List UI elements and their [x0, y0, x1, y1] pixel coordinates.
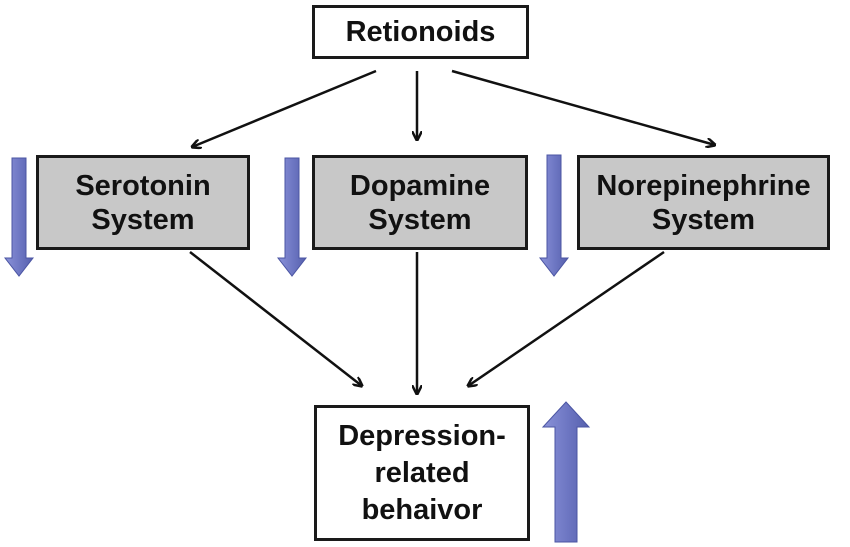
node-dopamine-label-line-2: System [368, 203, 472, 236]
up-arrow-icon-behavior [541, 401, 591, 543]
node-retinoids-label: Retionoids [345, 15, 496, 48]
node-dopamine-label-line-1: Dopamine [349, 169, 491, 202]
down-arrow-icon-dopamine [276, 157, 308, 277]
node-dopamine-system: Dopamine System [312, 155, 528, 250]
node-behavior-label-line-1: Depression- [338, 419, 506, 452]
edge-norepinephrine-to-bottom [468, 250, 665, 386]
edge-serotonin-to-bottom [189, 251, 362, 386]
down-arrow-icon-serotonin [3, 157, 35, 277]
down-arrow-icon-norepinephrine [538, 154, 570, 277]
edge-top-to-serotonin [192, 69, 377, 147]
node-behavior-label-line-3: behaivor [361, 493, 483, 526]
node-serotonin-label-line-2: System [91, 203, 195, 236]
node-depression-behavior: Depression- related behaivor [314, 405, 530, 541]
node-serotonin-label-line-1: Serotonin [75, 169, 211, 202]
node-norepinephrine-label-line-1: Norepinephrine [596, 169, 811, 202]
node-retinoids: Retionoids [312, 5, 529, 59]
node-behavior-label-line-2: related [374, 456, 470, 489]
edge-top-to-norepinephrine [451, 69, 715, 145]
node-norepinephrine-system: Norepinephrine System [577, 155, 830, 250]
node-norepinephrine-label-line-2: System [651, 203, 756, 236]
node-serotonin-system: Serotonin System [36, 155, 250, 250]
